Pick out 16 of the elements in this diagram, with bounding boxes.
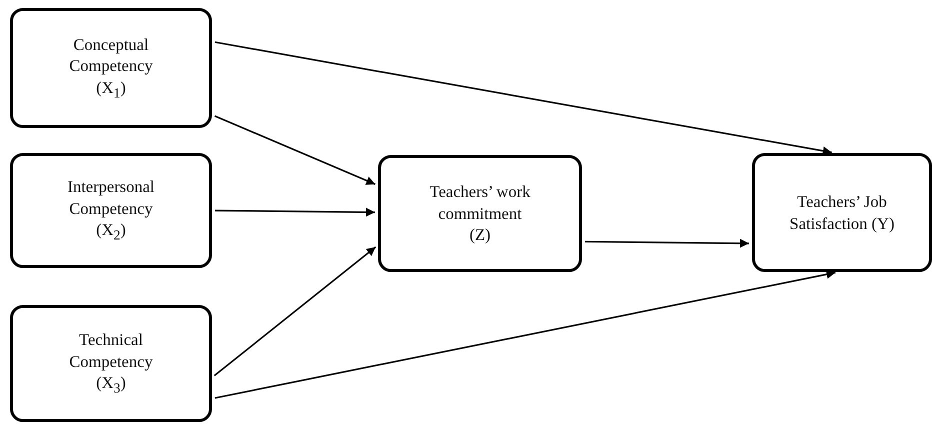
process-box — [378, 155, 582, 272]
arrow — [214, 246, 376, 376]
arrow — [214, 41, 832, 156]
node-label: Teachers’ work commitment (Z) — [428, 181, 532, 246]
arrow — [214, 115, 376, 185]
arrow — [215, 208, 375, 217]
node-label: Technical Competency (X$_{3}$) — [68, 329, 154, 398]
process-box — [752, 153, 932, 272]
arrow — [214, 270, 836, 399]
node-label: Teachers’ Job Satisfaction (Y) — [788, 191, 896, 234]
node-label: Interpersonal Competency (X$_{2}$) — [66, 176, 156, 245]
process-box — [10, 305, 212, 422]
process-box — [10, 8, 212, 128]
arrow — [585, 238, 749, 248]
node-label: Conceptual Competency (X$_{1}$) — [68, 34, 154, 102]
process-box — [10, 153, 212, 268]
